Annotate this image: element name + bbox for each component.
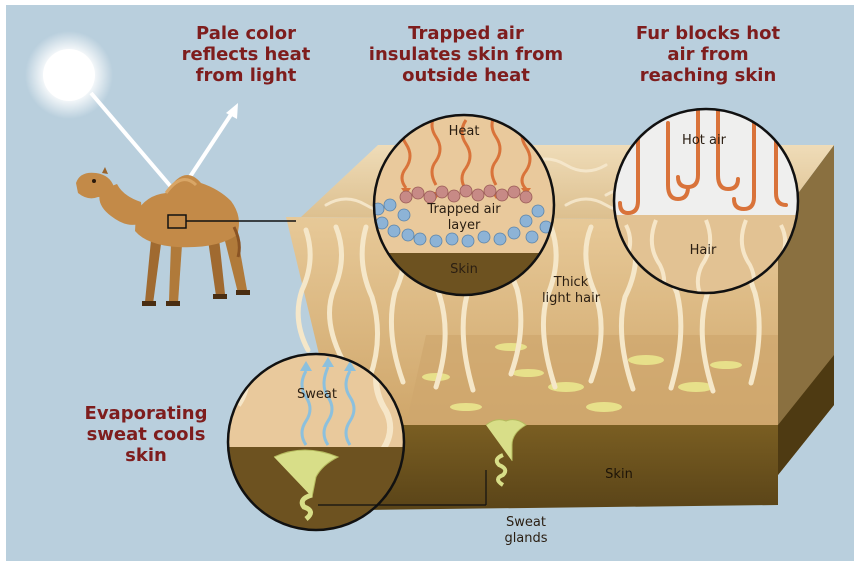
label-hot-air: Hot air bbox=[664, 133, 744, 149]
title-trapped-air: Trapped air insulates skin from outside … bbox=[361, 23, 571, 86]
title-pale-color: Pale color reflects heat from light bbox=[171, 23, 321, 86]
light-reflection-arrows bbox=[91, 93, 238, 195]
label-thick-light-hair: Thick light hair bbox=[526, 275, 616, 307]
label-sweat-glands: Sweat glands bbox=[486, 515, 566, 547]
label-skin-inset: Skin bbox=[429, 262, 499, 278]
camel-icon bbox=[76, 167, 250, 306]
label-skin-main: Skin bbox=[584, 467, 654, 483]
title-fur-blocks: Fur blocks hot air from reaching skin bbox=[628, 23, 788, 86]
diagram-art bbox=[6, 5, 854, 561]
diagram-canvas: Pale color reflects heat from light Trap… bbox=[6, 5, 854, 561]
label-heat: Heat bbox=[424, 124, 504, 140]
label-sweat: Sweat bbox=[282, 387, 352, 403]
title-evaporating: Evaporating sweat cools skin bbox=[76, 403, 216, 466]
label-trapped-air-layer: Trapped air layer bbox=[399, 202, 529, 234]
label-hair: Hair bbox=[668, 243, 738, 259]
